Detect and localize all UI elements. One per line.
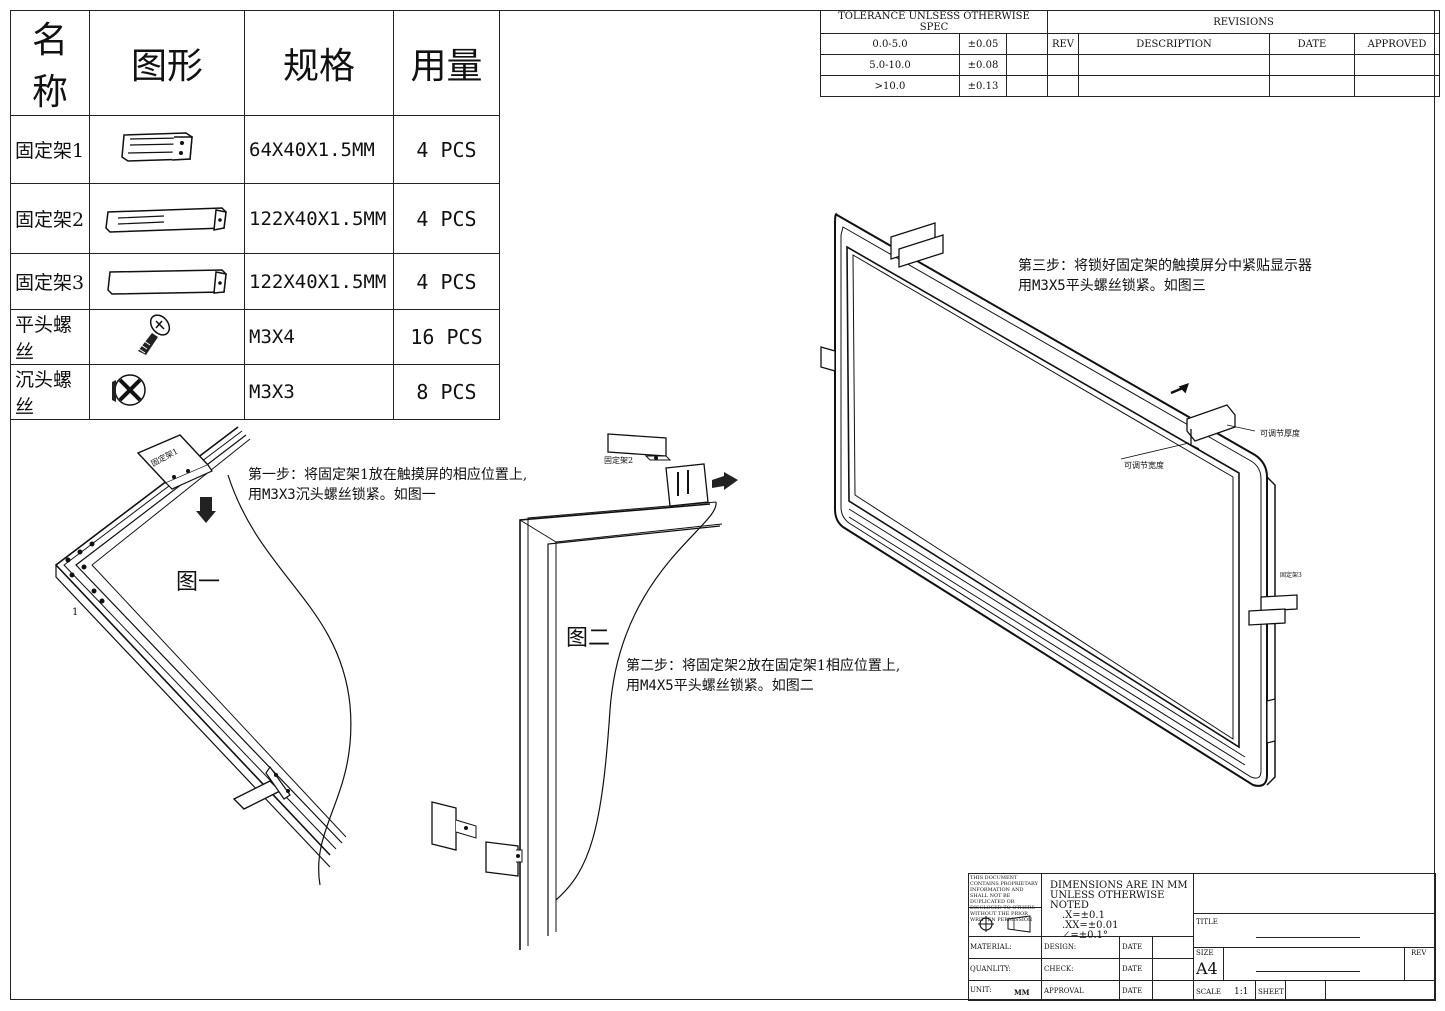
bom-header-figure: 图形 xyxy=(89,10,245,116)
step-2-note: 第二步：将固定架2放在固定架1相应位置上, 用M4X5平头螺丝锁紧。如图二 xyxy=(626,656,900,696)
unit-label: UNIT: xyxy=(970,986,992,994)
sheet-label: SHEET xyxy=(1258,988,1284,996)
step-3-note: 第三步：将锁好固定架的触摸屏分中紧贴显示器 用M3X5平头螺丝锁紧。如图三 xyxy=(1018,256,1312,296)
bom-spec: 64X40X1.5MM xyxy=(244,115,394,184)
bom-qty: 4 PCS xyxy=(393,253,500,310)
step-3-screw: M3X5 xyxy=(1032,278,1066,294)
revisions-header: REVISIONS xyxy=(1047,10,1440,34)
tolerance-value: ±0.08 xyxy=(959,54,1007,76)
bom-table: 名称 图形 规格 用量 固定架1 64X40X1.5MM 4 PCS 固定架2 xyxy=(10,10,500,420)
title-label: TITLE xyxy=(1196,918,1218,926)
bom-spec: M3X3 xyxy=(244,364,394,420)
design-label: DESIGN: xyxy=(1044,943,1077,951)
step-2-line-1: 第二步：将固定架2放在固定架1相应位置上, xyxy=(626,658,901,674)
tolerance-value: ±0.05 xyxy=(959,33,1007,55)
dims-line-1: DIMENSIONS ARE IN MM xyxy=(1050,880,1188,891)
bom-name: 固定架3 xyxy=(10,253,90,310)
figure-2-caption: 图二 xyxy=(566,626,611,651)
tolerance-range: 0.0-5.0 xyxy=(820,33,960,55)
step-2-suffix: 平头螺丝锁紧。如图二 xyxy=(673,678,814,694)
fig3-label-width: 可调节宽度 xyxy=(1124,461,1164,470)
approval-label: APPROVAL xyxy=(1044,987,1084,995)
drawing-border xyxy=(10,10,1435,1000)
bom-qty: 16 PCS xyxy=(393,309,500,365)
tolerance-revisions-table: TOLERANCE UNLSESS OTHERWISE SPEC REVISIO… xyxy=(820,10,1440,97)
step-1-line-2: 用M3X3沉头螺丝锁紧。如图一 xyxy=(248,485,527,505)
scale-value: 1:1 xyxy=(1234,987,1249,997)
figure-1-drawing: 1 xyxy=(54,426,352,886)
rev-label: REV xyxy=(1411,949,1427,957)
rev-col-rev: REV xyxy=(1047,33,1079,55)
bracket-2-icon xyxy=(89,183,245,254)
tol-x: .X=±0.1 xyxy=(1062,910,1105,921)
figure-1-caption: 图一 xyxy=(176,570,221,595)
table-row: 固定架1 64X40X1.5MM 4 PCS xyxy=(10,115,500,184)
tolerance-value: ±0.13 xyxy=(959,75,1007,97)
bom-spec: 122X40X1.5MM xyxy=(244,183,394,254)
date-label: DATE xyxy=(1122,987,1143,995)
title-block: THIS DOCUMENT CONTAINS PROPRIETARY INFOR… xyxy=(968,873,1436,1001)
tolerance-range: >10.0 xyxy=(820,75,960,97)
bom-qty: 4 PCS xyxy=(393,183,500,254)
step-1-note: 第一步：将固定架1放在触摸屏的相应位置上, 用M3X3沉头螺丝锁紧。如图一 xyxy=(248,465,527,505)
tolerance-range: 5.0-10.0 xyxy=(820,54,960,76)
svg-text:1: 1 xyxy=(72,607,78,618)
date-label: DATE xyxy=(1122,965,1143,973)
material-label: MATERIAL: xyxy=(970,943,1012,951)
bom-name: 固定架1 xyxy=(10,115,90,184)
fig2-bracket-label: 固定架2 xyxy=(604,456,634,465)
step-2-prefix: 用 xyxy=(626,678,640,694)
step-1-suffix: 沉头螺丝锁紧。如图一 xyxy=(295,487,436,503)
table-row: 平头螺丝 M3X4 16 PCS xyxy=(10,309,500,365)
fig3-label-bracket: 固定架3 xyxy=(1280,572,1302,579)
size-value: A4 xyxy=(1196,959,1218,978)
bom-spec: 122X40X1.5MM xyxy=(244,253,394,310)
step-1-line-1: 第一步：将固定架1放在触摸屏的相应位置上, xyxy=(248,467,528,483)
step-2-screw: M4X5 xyxy=(640,678,674,694)
tol-angle: ∠=±0.1° xyxy=(1062,930,1109,941)
bom-header-name: 名称 xyxy=(10,10,90,116)
check-label: CHECK: xyxy=(1044,965,1074,973)
step-2-line-2: 用M4X5平头螺丝锁紧。如图二 xyxy=(626,676,900,696)
table-row: 沉头螺丝 M3X3 8 PCS xyxy=(10,364,500,420)
bom-qty: 8 PCS xyxy=(393,364,500,420)
rev-col-description: DESCRIPTION xyxy=(1078,33,1270,55)
countersunk-screw-icon xyxy=(89,364,245,420)
step-3-prefix: 用 xyxy=(1018,278,1032,294)
scale-label: SCALE xyxy=(1196,988,1221,996)
date-label: DATE xyxy=(1122,943,1143,951)
figure-3-drawing xyxy=(820,213,1298,787)
dims-line-2: UNLESS OTHERWISE NOTED xyxy=(1050,890,1165,911)
bom-spec: M3X4 xyxy=(244,309,394,365)
step-3-line-2: 用M3X5平头螺丝锁紧。如图三 xyxy=(1018,276,1312,296)
rev-col-date: DATE xyxy=(1269,33,1355,55)
table-row: 固定架2 122X40X1.5MM 4 PCS xyxy=(10,183,500,254)
size-label: SIZE xyxy=(1196,949,1214,957)
unit-value: MM xyxy=(1014,988,1030,997)
figure-2-drawing xyxy=(431,433,738,950)
bom-name: 沉头螺丝 xyxy=(10,364,90,420)
quanlity-label: QUANLITY: xyxy=(970,965,1011,973)
rev-col-approved: APPROVED xyxy=(1354,33,1440,55)
pan-head-screw-icon xyxy=(89,309,245,365)
bom-name: 固定架2 xyxy=(10,183,90,254)
step-3-line-1: 第三步：将锁好固定架的触摸屏分中紧贴显示器 xyxy=(1018,258,1312,274)
bom-name: 平头螺丝 xyxy=(10,309,90,365)
step-1-prefix: 用 xyxy=(248,487,262,503)
bracket-1-icon xyxy=(89,115,245,184)
bracket-3-icon xyxy=(89,253,245,310)
confidential-notice: THIS DOCUMENT CONTAINS PROPRIETARY INFOR… xyxy=(970,875,1038,923)
bom-qty: 4 PCS xyxy=(393,115,500,184)
projection-symbol xyxy=(968,907,1042,937)
tolerance-header: TOLERANCE UNLSESS OTHERWISE SPEC xyxy=(820,10,1048,34)
step-1-screw: M3X3 xyxy=(262,487,296,503)
tol-xx: .XX=±0.01 xyxy=(1062,920,1119,931)
bom-header-spec: 规格 xyxy=(244,10,394,116)
bom-header-qty: 用量 xyxy=(393,10,500,116)
step-3-suffix: 平头螺丝锁紧。如图三 xyxy=(1065,278,1206,294)
fig3-label-thickness: 可调节厚度 xyxy=(1260,429,1300,438)
table-row: 固定架3 122X40X1.5MM 4 PCS xyxy=(10,253,500,310)
